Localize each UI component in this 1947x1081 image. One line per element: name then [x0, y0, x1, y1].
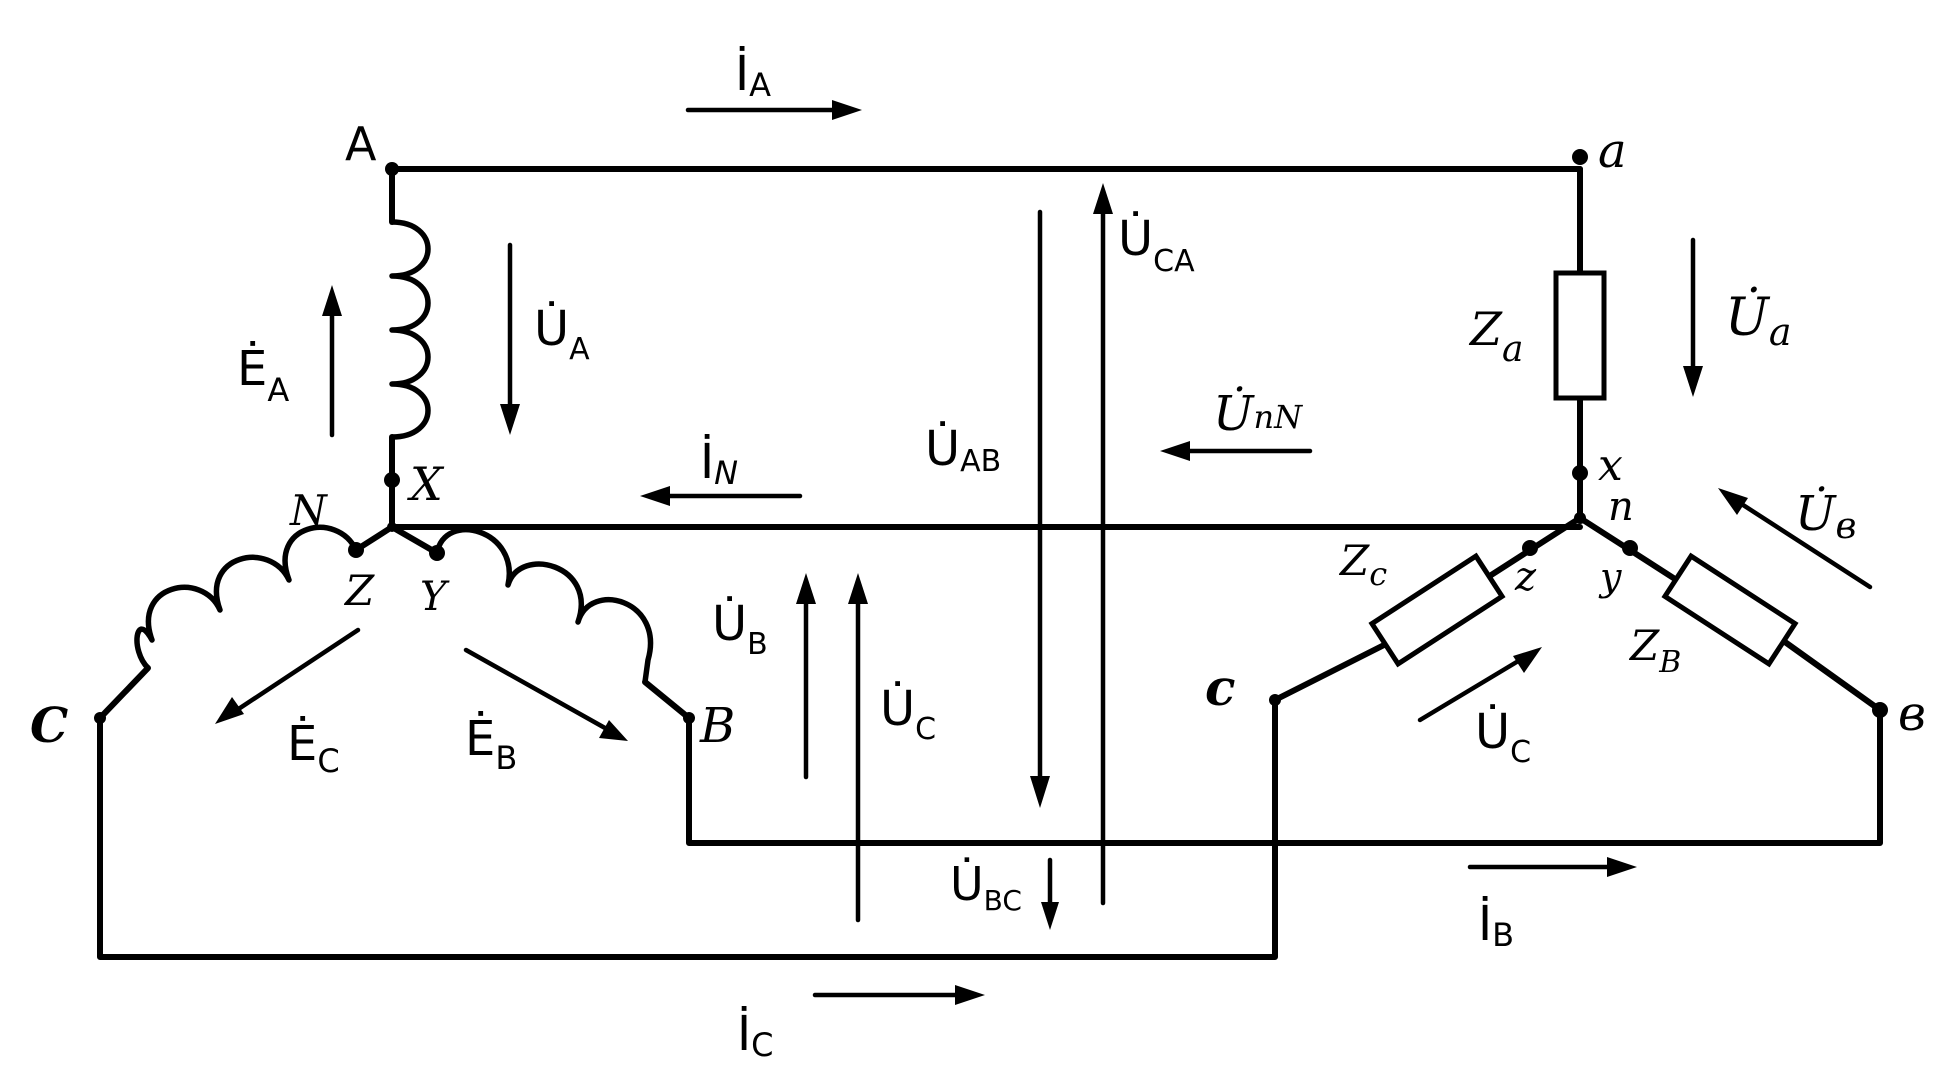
node-label-x: x	[1598, 440, 1623, 491]
arrow-ec-head	[215, 697, 244, 724]
arrow-uab-head	[1030, 776, 1050, 808]
label-eb: ĖB	[465, 711, 517, 777]
node-dot-c	[1269, 694, 1281, 706]
node-dot-z	[1522, 540, 1538, 556]
resistor-zb	[1661, 552, 1799, 668]
arrow-ic-head	[955, 985, 985, 1005]
node-label-c: c	[1205, 658, 1235, 717]
arrow-uc-head	[848, 573, 868, 604]
node-dot-X	[384, 472, 400, 488]
label-ib: İB	[1478, 896, 1514, 954]
arrow-ea-head	[322, 285, 342, 316]
resistor-za	[1553, 270, 1607, 401]
arrow-ib-head	[1607, 857, 1637, 877]
label-za: Za	[1468, 302, 1523, 370]
node-dot-x	[1572, 465, 1588, 481]
node-label-n: n	[1608, 484, 1634, 530]
arrow-eb-line	[463, 647, 608, 731]
label-ua: U̇A	[534, 301, 590, 367]
label-zb: ZB	[1628, 621, 1681, 680]
node-dot-a	[1572, 149, 1588, 165]
label-ia: İA	[735, 46, 771, 104]
resistor-zc	[1368, 552, 1506, 668]
arrow-uca-head	[1093, 183, 1113, 214]
winding-c	[134, 524, 359, 670]
node-dot-Z	[348, 542, 364, 558]
wire-gen-b-end	[642, 679, 692, 721]
arrow-ia-head	[832, 100, 862, 120]
wire-line-c	[97, 697, 1278, 960]
label-zc: Zc	[1338, 536, 1387, 593]
nodes	[94, 149, 1888, 724]
wire-gen-b-lead	[389, 524, 440, 556]
node-label-C: C	[30, 698, 68, 754]
label-ub-load: U̇в	[1795, 484, 1856, 547]
label-unn: U̇nN	[1213, 384, 1303, 442]
label-ic: İC	[737, 1006, 774, 1064]
label-ua-load: U̇a	[1725, 287, 1791, 354]
wire-gen-c-end	[97, 665, 151, 721]
arrow-eb-head	[599, 720, 628, 741]
wire-load-c-end	[1272, 639, 1393, 703]
label-ec: ĖC	[287, 716, 340, 780]
node-dot-B	[683, 712, 695, 724]
node-dot-Y	[429, 545, 445, 561]
label-ubc: U̇BC	[950, 857, 1022, 917]
node-label-a: a	[1598, 123, 1627, 179]
label-uc: U̇C	[880, 681, 936, 747]
winding-b	[434, 527, 654, 683]
node-dot-b	[1872, 702, 1888, 718]
wire-load-b-end	[1782, 639, 1883, 713]
node-dot-A	[385, 162, 399, 176]
node-dot-N	[387, 522, 397, 532]
node-label-Z: Z	[343, 566, 375, 615]
winding-a	[389, 219, 431, 440]
node-label-z: z	[1514, 554, 1537, 600]
label-uc-load: U̇C	[1475, 704, 1531, 770]
arrow-ua-head	[500, 404, 520, 435]
node-dot-n	[1574, 512, 1586, 524]
labels: İA İN İB İC ĖA ĖB ĖC U̇A U̇B U̇C U̇AB U̇…	[30, 46, 1926, 1064]
wire-line-b	[686, 707, 1883, 846]
node-label-Y: Y	[420, 574, 450, 620]
node-label-N: N	[289, 486, 328, 535]
arrow-ubc-head	[1041, 902, 1059, 930]
node-label-b: в	[1898, 686, 1926, 742]
arrow-uc-load-head	[1513, 647, 1542, 673]
generator-windings	[134, 219, 654, 683]
label-ea: ĖA	[237, 341, 289, 409]
node-dot-y	[1622, 540, 1638, 556]
node-label-y: y	[1598, 555, 1622, 599]
label-uab: U̇AB	[925, 421, 1001, 479]
arrow-ub-load-head	[1718, 488, 1748, 515]
arrow-ub-load-line	[1737, 500, 1873, 590]
arrow-ec-line	[234, 627, 361, 713]
arrow-uc-load-line	[1417, 657, 1523, 723]
arrows	[215, 100, 1873, 1005]
label-in: İN	[700, 434, 738, 492]
load-impedances	[1368, 270, 1799, 668]
node-label-A: A	[345, 117, 377, 171]
label-uca: U̇CA	[1118, 211, 1195, 279]
arrow-ub-head	[796, 573, 816, 604]
node-label-X: X	[407, 457, 445, 511]
label-ub: U̇B	[712, 596, 768, 662]
arrow-unn-head	[1160, 441, 1190, 461]
node-dot-C	[94, 712, 106, 724]
arrow-ua-load-head	[1683, 366, 1703, 397]
arrow-in-head	[640, 486, 670, 506]
node-label-B: B	[699, 698, 735, 754]
